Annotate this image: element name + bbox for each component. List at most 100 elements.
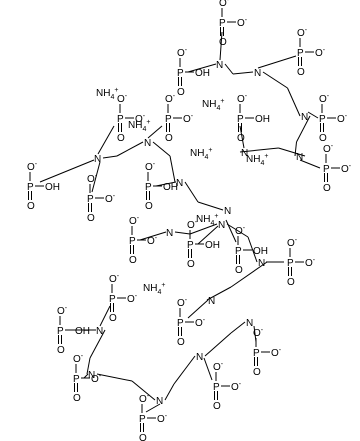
oxygen-label: O- [129,215,140,227]
oxygen-label: O [129,255,137,266]
hydroxyl-label: OH [255,114,270,125]
oxygen-label: O- [315,47,326,59]
bond [173,355,196,385]
bond [169,155,176,183]
oxygen-label: O [139,433,147,441]
bond [131,380,156,401]
hydroxyl-label: OH [163,182,178,193]
oxygen-label: O- [57,305,68,317]
oxygen-label: O- [323,143,334,155]
phosphorus-label: P [287,258,294,269]
bond [219,31,223,61]
nitrogen-label: N [156,396,163,407]
oxygen-label: O [187,259,195,270]
bond [97,125,115,155]
phosphorus-label: P [297,48,304,59]
oxygen-label: O- [213,361,224,373]
oxygen-label: O- [109,273,120,285]
bond [152,141,171,157]
oxygen-label: O- [219,0,230,9]
oxygen-label: O- [157,413,168,425]
bond [239,147,279,153]
oxygen-label: O [235,265,243,276]
oxygen-label: O- [177,297,188,309]
bond [86,357,91,375]
nitrogen-label: N [166,228,173,239]
ammonium-ion-label: NH4+ [246,153,268,167]
phosphorus-label: P [177,318,184,329]
oxygen-label: O- [91,373,102,385]
oxygen-label: O- [297,27,308,39]
hydroxyl-label: OH [195,68,210,79]
oxygen-label: O [145,201,153,212]
oxygen-label: O- [27,161,38,173]
phosphorus-label: P [165,114,172,125]
phosphorus-label: P [129,236,136,247]
nitrogen-label: N [254,68,261,79]
oxygen-label: O- [319,93,330,105]
phosphorus-label: P [323,164,330,175]
oxygen-label: O [219,37,227,48]
bond [91,161,101,193]
hydroxyl-label: OH [75,326,90,337]
bond [253,325,257,343]
bond [187,63,217,73]
oxygen-label: O- [271,347,282,359]
phosphorus-label: P [253,348,260,359]
bond [203,357,213,381]
hydroxyl-label: OH [45,182,60,193]
oxygen-label: O [73,393,81,404]
bond [299,159,321,169]
oxygen-label: O [323,183,331,194]
phosphorus-label: P [237,114,244,125]
oxygen-label: O [109,313,117,324]
phosphorus-label: P [177,68,184,79]
nitrogen-label: N [301,112,308,123]
nitrogen-label: N [241,148,248,159]
oxygen-label: O [177,87,185,98]
phosphorus-label: P [145,182,152,193]
ammonium-ion-label: NH4+ [202,98,224,112]
bond [262,71,288,89]
oxygen-label: O- [253,327,264,339]
bond [83,373,89,379]
oxygen-label: O- [105,193,116,205]
bond [197,201,224,211]
bond [257,55,297,69]
nitrogen-label: N [208,296,215,307]
nitrogen-label: N [196,352,203,363]
bond [102,155,118,159]
nitrogen-label: N [216,60,223,71]
hydroxyl-label: OH [205,240,220,251]
bond [232,71,254,75]
oxygen-label: O [287,277,295,288]
nitrogen-label: N [94,154,101,165]
oxygen-label: O- [117,93,128,105]
nitrogen-label: N [296,152,303,163]
oxygen-label: O [87,213,95,224]
bond [296,115,311,143]
oxygen-label: O [165,133,173,144]
hydroxyl-label: OH [253,246,268,257]
oxygen-label: O [57,345,65,356]
phosphorus-label: P [319,114,326,125]
phosphorus-label: P [73,374,80,385]
oxygen-label: O- [195,317,206,329]
phosphorus-label: P [57,326,64,337]
bond [225,219,237,243]
phosphorus-label: P [139,414,146,425]
oxygen-label: O- [337,113,348,125]
phosphorus-label: P [235,246,242,257]
bond [206,286,232,301]
bond [287,87,301,117]
phosphorus-label: P [87,194,94,205]
oxygen-label: O [253,367,261,378]
bond [139,231,167,241]
atom-labels: NH4+NH4+NH4+NH4+NH4+NH4+NH4+NNNNNPO-O-OP… [27,0,352,441]
bond [189,223,218,235]
oxygen-label: O [297,67,305,78]
phosphorus-label: P [219,18,226,29]
bond [278,147,306,157]
